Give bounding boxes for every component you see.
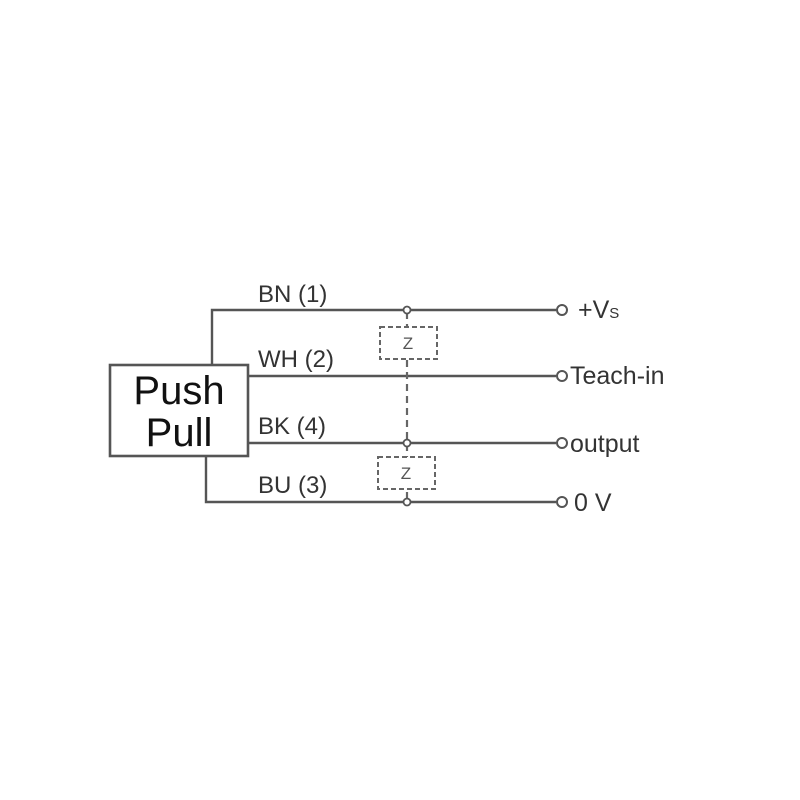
terminal-node-output	[556, 437, 568, 449]
terminal-label-teach-in: Teach-in	[570, 362, 665, 390]
terminal-label-output: output	[570, 430, 640, 458]
wire-label-wh: WH (2)	[258, 346, 334, 373]
wire-label-bk: BK (4)	[258, 413, 326, 440]
impedance-box-upper	[379, 326, 438, 360]
push-pull-block	[108, 363, 250, 458]
junction-node-bk	[402, 438, 412, 448]
block-label-line2: Pull	[146, 411, 213, 455]
terminal-label-vs-sub: S	[609, 305, 619, 322]
terminal-label-0v: 0 V	[574, 489, 612, 517]
wire-label-bn: BN (1)	[258, 281, 327, 308]
impedance-label-lower: Z	[401, 464, 411, 483]
terminal-node-vs	[556, 304, 568, 316]
terminal-node-teach-in	[556, 370, 568, 382]
terminal-node-0v	[556, 496, 568, 508]
terminal-label-vs: +VS	[578, 296, 619, 324]
wire-label-bu: BU (3)	[258, 472, 327, 499]
impedance-label-upper: Z	[403, 334, 413, 353]
junction-node-bn	[402, 305, 412, 315]
terminal-label-vs-main: +V	[578, 296, 610, 324]
wire-bu	[204, 456, 556, 504]
wire-bn	[210, 308, 556, 378]
junction-node-bu	[402, 497, 412, 507]
impedance-box-lower	[377, 456, 436, 490]
block-label-line1: Push	[133, 369, 224, 413]
